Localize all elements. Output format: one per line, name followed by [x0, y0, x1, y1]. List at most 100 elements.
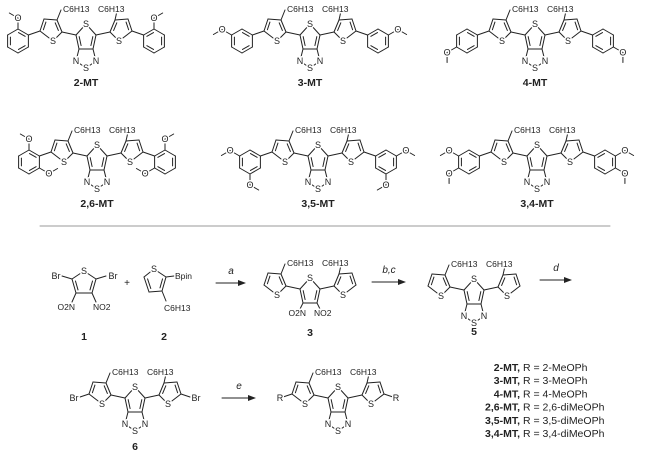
- bond: [120, 140, 127, 154]
- compound-name: 3-MT,: [494, 375, 520, 387]
- bond: [52, 31, 63, 42]
- bond: [502, 273, 517, 276]
- double-bond: [576, 142, 581, 152]
- ring-bond: [241, 28, 253, 36]
- double-bond: [430, 276, 435, 286]
- bond: [275, 139, 290, 142]
- ring-bond: [7, 28, 19, 36]
- double-bond: [442, 277, 447, 286]
- bond: [344, 397, 349, 413]
- ring-bond: [28, 167, 40, 175]
- inter-ring-bond: [327, 152, 343, 157]
- double-bond: [377, 384, 382, 394]
- thiadiazole-sulfur: S: [83, 63, 89, 73]
- double-bond: [286, 143, 291, 152]
- bond: [560, 140, 567, 154]
- bond: [39, 18, 45, 32]
- bond: [526, 144, 538, 157]
- compound-label: 2,6-MT: [80, 198, 114, 210]
- hexyl-label: C6H13: [322, 4, 349, 14]
- ring-bond: [153, 28, 165, 36]
- double-bond: [162, 385, 167, 394]
- double-bond: [314, 290, 318, 301]
- bond: [563, 18, 578, 21]
- bond: [125, 139, 140, 142]
- methoxy-oxygen: O: [621, 146, 628, 156]
- bond: [490, 151, 505, 163]
- double-bond: [468, 153, 477, 158]
- double-bond: [91, 384, 96, 394]
- double-bond: [89, 280, 94, 291]
- ring-bond: [458, 149, 470, 157]
- thiophene-sulfur: S: [99, 399, 105, 409]
- thiophene-sulfur: S: [282, 157, 288, 167]
- r-group-label: R: [277, 393, 284, 403]
- inter-ring-bond: [347, 394, 363, 399]
- ring-bond: [466, 46, 478, 54]
- r-definition-value: R = 2,6-diMeOPh: [523, 402, 605, 414]
- ring-bond: [377, 46, 389, 54]
- terminal-bond: [79, 393, 90, 398]
- compound-label: 6: [132, 441, 138, 453]
- bond: [71, 292, 77, 303]
- double-bond: [302, 290, 306, 301]
- methyl-bond: [405, 150, 416, 156]
- ring-bond: [231, 46, 243, 54]
- bond: [109, 19, 116, 33]
- methoxy-bond: [229, 150, 241, 157]
- thiadiazole-nitrogen: N: [544, 177, 551, 187]
- bond: [507, 140, 514, 154]
- hexyl-bond: [67, 130, 73, 142]
- bond: [541, 48, 546, 62]
- thiophene-sulfur: S: [50, 36, 56, 46]
- ring-bond: [18, 149, 30, 157]
- double-bond: [501, 277, 506, 286]
- thiophene-sulfur: S: [340, 290, 346, 300]
- bond: [129, 151, 144, 163]
- thiadiazole-nitrogen: N: [325, 419, 332, 429]
- thiophene-sulfur: S: [165, 399, 171, 409]
- bond: [67, 140, 74, 154]
- bond: [463, 278, 475, 291]
- hexyl-bond: [565, 131, 569, 142]
- hexyl-label: C6H13: [109, 125, 136, 135]
- methoxy-bond: [614, 150, 626, 157]
- double-bond: [17, 32, 26, 37]
- double-bond: [345, 143, 350, 152]
- double-bond: [330, 399, 334, 410]
- bond: [576, 18, 582, 32]
- inter-ring-bond: [483, 286, 499, 291]
- double-bond: [146, 32, 155, 37]
- compound-label: 3,5-MT: [301, 198, 335, 210]
- bond: [280, 273, 287, 287]
- bond: [307, 155, 312, 171]
- core-sulfur: S: [132, 382, 138, 392]
- compound-label: 1: [81, 331, 87, 343]
- double-bond: [124, 143, 129, 152]
- hexyl-bond: [444, 264, 450, 276]
- arrow-head: [564, 277, 572, 283]
- bond: [350, 151, 365, 163]
- thiophene-sulfur: S: [61, 157, 67, 167]
- bond: [304, 394, 315, 405]
- arrow-head: [398, 279, 406, 285]
- nitro-bond: [299, 302, 304, 310]
- bond: [124, 411, 129, 425]
- bond: [379, 381, 385, 395]
- bond: [295, 381, 310, 384]
- double-bond: [370, 45, 379, 50]
- hexyl-label: C6H13: [164, 303, 191, 313]
- bond: [526, 155, 531, 171]
- bond: [503, 152, 514, 163]
- bond: [333, 285, 344, 296]
- bond: [558, 31, 569, 42]
- double-bond: [249, 166, 258, 171]
- r-definition-value: R = 3-MeOPh: [523, 375, 588, 387]
- double-bond: [65, 143, 70, 152]
- methoxy-oxygen: O: [444, 48, 451, 58]
- bond: [43, 18, 58, 21]
- ring-bond: [375, 167, 387, 175]
- aryl-bond: [131, 30, 145, 36]
